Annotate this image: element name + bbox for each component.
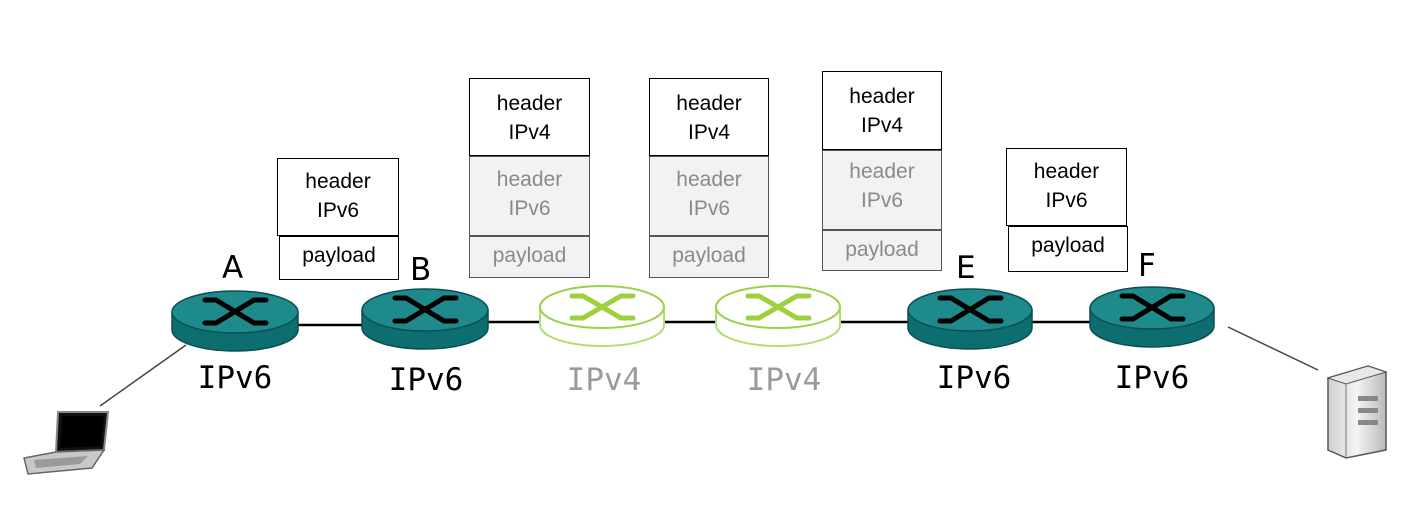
packet-bc-outer-line1: header (496, 92, 563, 115)
node-letter-f: F (1138, 248, 1156, 284)
packet-bc-payload-label: payload (492, 244, 567, 267)
packet-ab-payload-label: payload (302, 244, 376, 267)
packet-de-outer-line1: header (849, 85, 915, 108)
packet-bc-inner-line1: header (496, 168, 563, 191)
router-e-protocol: IPv6 (936, 360, 1012, 396)
packet-cd-outer-header: header IPv4 (649, 78, 769, 156)
router-f-protocol: IPv6 (1114, 360, 1190, 396)
packet-cd-inner-line1: header (676, 168, 742, 191)
packet-bc-outer-header: header IPv4 (469, 78, 590, 156)
packet-cd-payload: payload (649, 236, 769, 278)
packet-bc-payload: payload (469, 236, 590, 278)
packet-de-inner-line1: header (849, 160, 915, 183)
router-a-icon (171, 290, 299, 352)
router-b-protocol: IPv6 (388, 362, 464, 398)
packet-bc-inner-header: header IPv6 (469, 156, 590, 236)
packet-cd-outer-line2: IPv4 (687, 121, 731, 144)
router-a-protocol: IPv6 (197, 360, 273, 396)
packet-ef-header-line2: IPv6 (1045, 189, 1088, 212)
packet-ef-header: header IPv6 (1006, 148, 1127, 226)
router-e-icon (907, 288, 1033, 350)
packet-ef-payload: payload (1008, 226, 1128, 272)
packet-ab-header: header IPv6 (277, 158, 399, 236)
packet-bc-inner-line2: IPv6 (508, 197, 551, 220)
packet-cd-outer-line1: header (676, 92, 742, 115)
server-tower-icon (1326, 365, 1388, 459)
packet-de-outer-header: header IPv4 (822, 71, 942, 150)
laptop-icon (23, 411, 110, 475)
packet-cd-payload-label: payload (672, 244, 746, 267)
packet-ef-payload-label: payload (1031, 234, 1105, 257)
packet-ab-payload: payload (279, 236, 399, 280)
packet-cd-inner-header: header IPv6 (649, 156, 769, 236)
packet-de-payload-label: payload (845, 238, 919, 261)
network-links (298, 320, 1090, 327)
router-f-icon (1089, 286, 1215, 348)
router-c-protocol: IPv4 (566, 362, 642, 398)
packet-ef-header-line1: header (1033, 160, 1100, 183)
packet-ab-header-line1: header (305, 170, 371, 193)
router-c-icon (539, 285, 665, 347)
packet-de-outer-line2: IPv4 (860, 114, 904, 137)
node-letter-e: E (956, 250, 976, 286)
router-d-protocol: IPv4 (746, 362, 822, 398)
router-b-icon (361, 288, 489, 350)
link-laptop-a (99, 344, 187, 407)
node-letter-b: B (410, 252, 432, 288)
packet-de-inner-header: header IPv6 (822, 150, 942, 230)
packet-ab-header-line2: IPv6 (316, 199, 360, 222)
packet-bc-outer-line2: IPv4 (508, 121, 551, 144)
node-letter-a: A (222, 250, 244, 286)
packet-cd-inner-line2: IPv6 (687, 197, 731, 220)
link-f-server (1227, 326, 1319, 371)
packet-de-inner-line2: IPv6 (860, 189, 904, 212)
router-d-icon (715, 285, 841, 347)
packet-de-payload: payload (822, 230, 942, 271)
